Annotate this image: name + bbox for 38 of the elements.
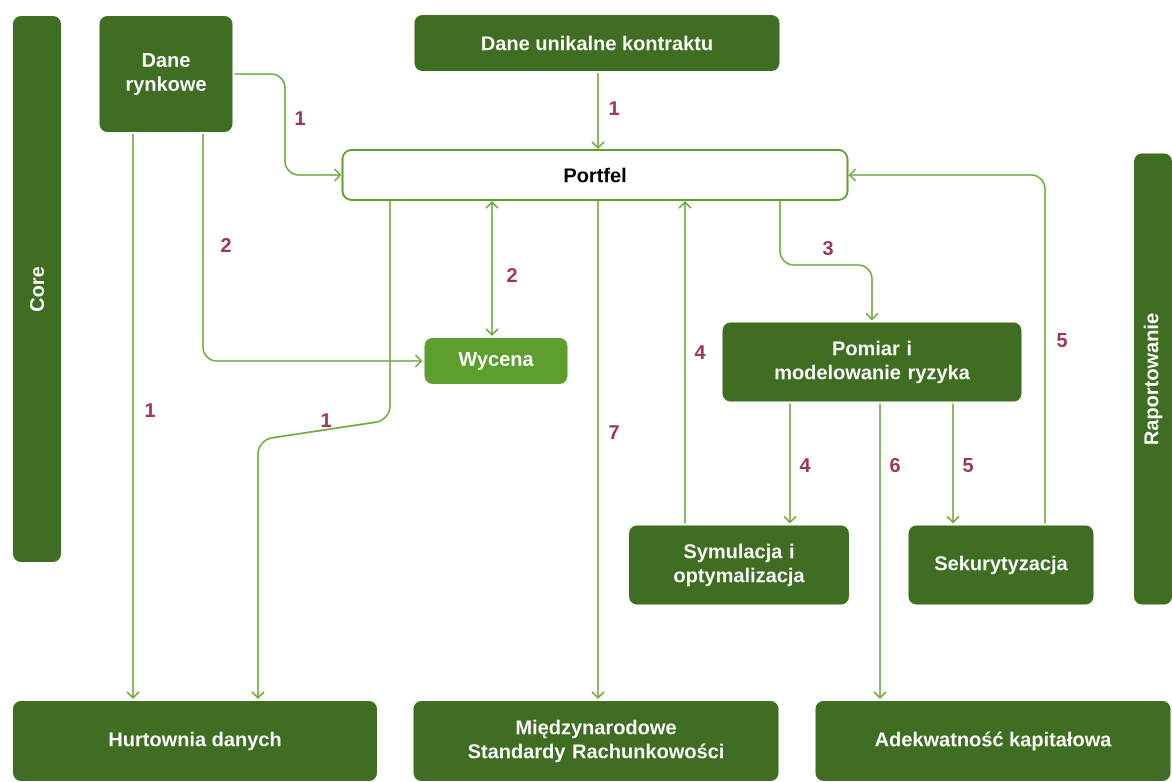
edge-label: 5 xyxy=(1055,332,1069,348)
arrow xyxy=(126,133,140,699)
arrow xyxy=(591,72,605,149)
edge-label: 2 xyxy=(219,237,233,253)
edge-label: 4 xyxy=(798,457,812,473)
arrow xyxy=(779,200,879,321)
arrow xyxy=(485,201,499,336)
box-box: Hurtownia danych xyxy=(11,699,379,782)
box-box: Dane unikalne kontraktu xyxy=(412,13,782,73)
box-box: Symulacja i optymalizacja xyxy=(627,523,851,607)
box-box: Adekwatność kapitałowa xyxy=(813,699,1172,782)
edge-label: 5 xyxy=(961,457,975,473)
edge-label: 6 xyxy=(888,456,902,474)
arrow xyxy=(233,73,342,182)
box-box: Międzynarodowe Standardy Rachunkowości xyxy=(411,699,781,782)
box-box: Sekurytyzacja xyxy=(906,523,1096,607)
box-box: Pomiar i modelowanie ryzyka xyxy=(720,320,1024,404)
edge-label: 1 xyxy=(319,412,333,428)
arrow xyxy=(251,200,391,699)
arrow xyxy=(848,168,1046,525)
edge-label: 1 xyxy=(607,100,621,116)
arrow xyxy=(946,402,960,524)
box-box: Portfel xyxy=(341,149,849,201)
edge-label: 2 xyxy=(505,267,519,283)
band: Raportowanie xyxy=(1132,151,1172,607)
box-box: Wycena xyxy=(422,336,570,386)
arrow xyxy=(678,201,692,525)
edge-label: 3 xyxy=(821,239,835,257)
edge-label: 1 xyxy=(143,402,157,418)
arrow xyxy=(873,402,887,699)
edge-label: 1 xyxy=(293,110,307,126)
edge-label: 4 xyxy=(693,344,707,360)
arrow xyxy=(591,200,605,699)
arrow xyxy=(202,133,423,368)
box-box: Dane rynkowe xyxy=(97,14,235,134)
band: Core xyxy=(11,14,63,564)
arrow xyxy=(783,402,797,524)
edge-label: 7 xyxy=(607,424,621,440)
